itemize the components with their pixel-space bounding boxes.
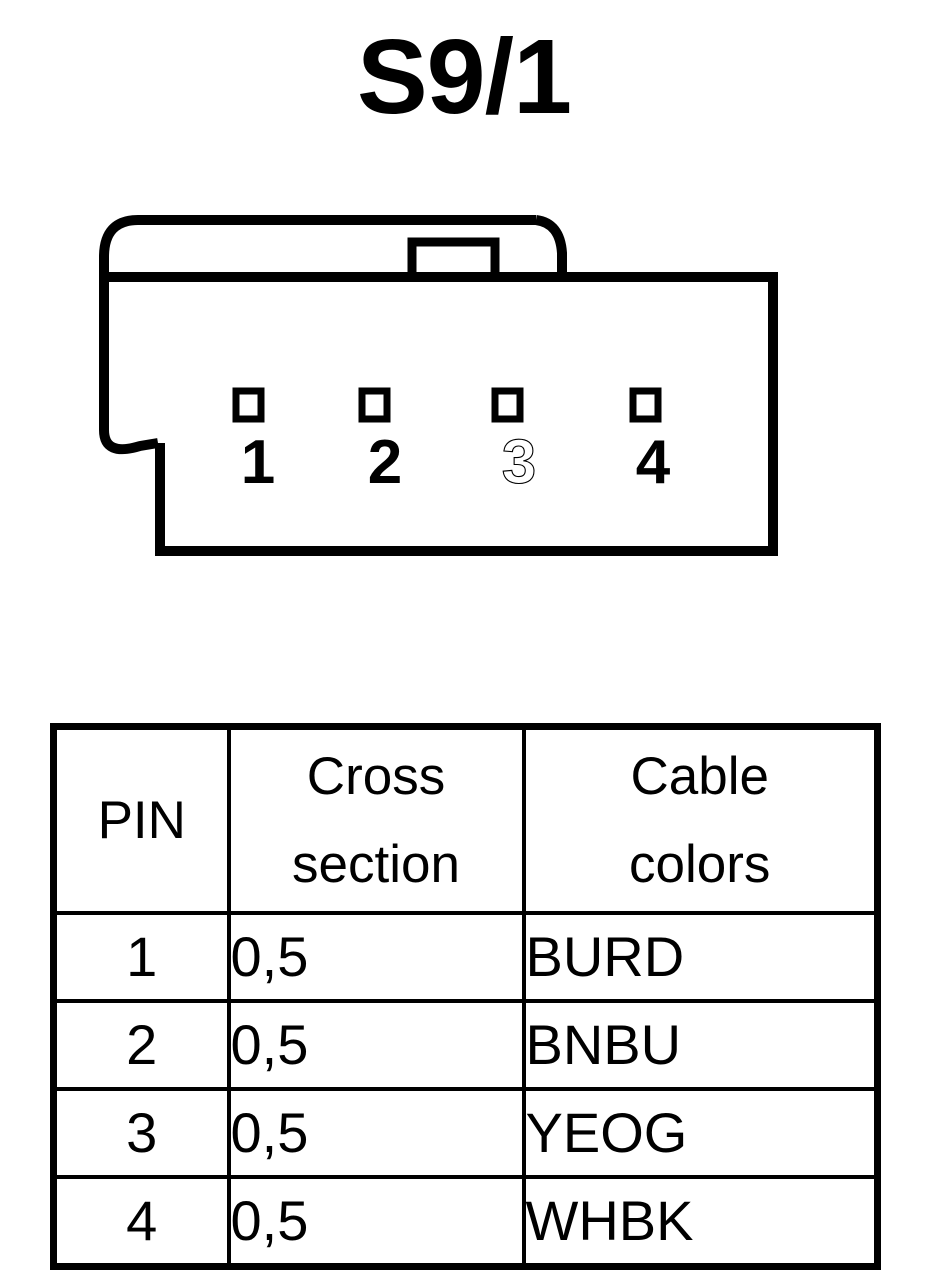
pin-cavity-2 [358,387,391,423]
page-title: S9/1 [356,18,572,136]
connector-outer-shell [99,215,536,455]
pin-cavity-1 [232,387,265,423]
connector-diagram: 1 2 3 4 [0,195,928,585]
column-header-cable-colors-line2: colors [629,834,771,894]
connector-body-outline [105,272,778,556]
table-row: 4 0,5 WHBK [51,1175,880,1269]
column-header-pin-line1: PIN [97,790,186,850]
cell-pin: 2 [51,999,231,1091]
pin-label-3: 3 [502,428,536,497]
pinout-table: PIN Cross section Cable colors 1 0,5 BUR… [50,723,881,1270]
cell-pin: 4 [51,1175,231,1269]
table-row: 2 0,5 BNBU [51,999,880,1091]
cell-cable-colors: YEOG [521,1087,880,1179]
cell-cable-colors: WHBK [521,1175,880,1269]
pin-cavity-4 [629,387,662,423]
cell-pin: 3 [51,1087,231,1179]
pin-label-4: 4 [636,428,671,497]
column-header-pin: PIN [51,724,231,915]
cell-cable-colors: BURD [521,911,880,1003]
pin-label-1: 1 [241,428,275,497]
cell-cross-section: 0,5 [226,1087,526,1179]
table-row: 3 0,5 YEOG [51,1087,880,1179]
cell-cross-section: 0,5 [226,1175,526,1269]
cell-pin: 1 [51,911,231,1003]
pin-cavity-3 [491,387,524,423]
column-header-cable-colors: Cable colors [521,724,880,915]
pinout-table-container: PIN Cross section Cable colors 1 0,5 BUR… [50,723,881,1270]
cell-cross-section: 0,5 [226,999,526,1091]
column-header-cross-section-line2: section [292,834,460,894]
connector-latch-tab [407,237,500,277]
connector-shell-right-end [535,215,567,277]
pin-label-2: 2 [368,428,402,497]
column-header-cross-section-line1: Cross [306,746,446,806]
column-header-cable-colors-line1: Cable [630,746,769,806]
cell-cross-section: 0,5 [226,911,526,1003]
cell-cable-colors: BNBU [521,999,880,1091]
column-header-cross-section: Cross section [226,724,526,915]
table-row: 1 0,5 BURD [51,911,880,1003]
table-header-row: PIN Cross section Cable colors [51,724,880,915]
